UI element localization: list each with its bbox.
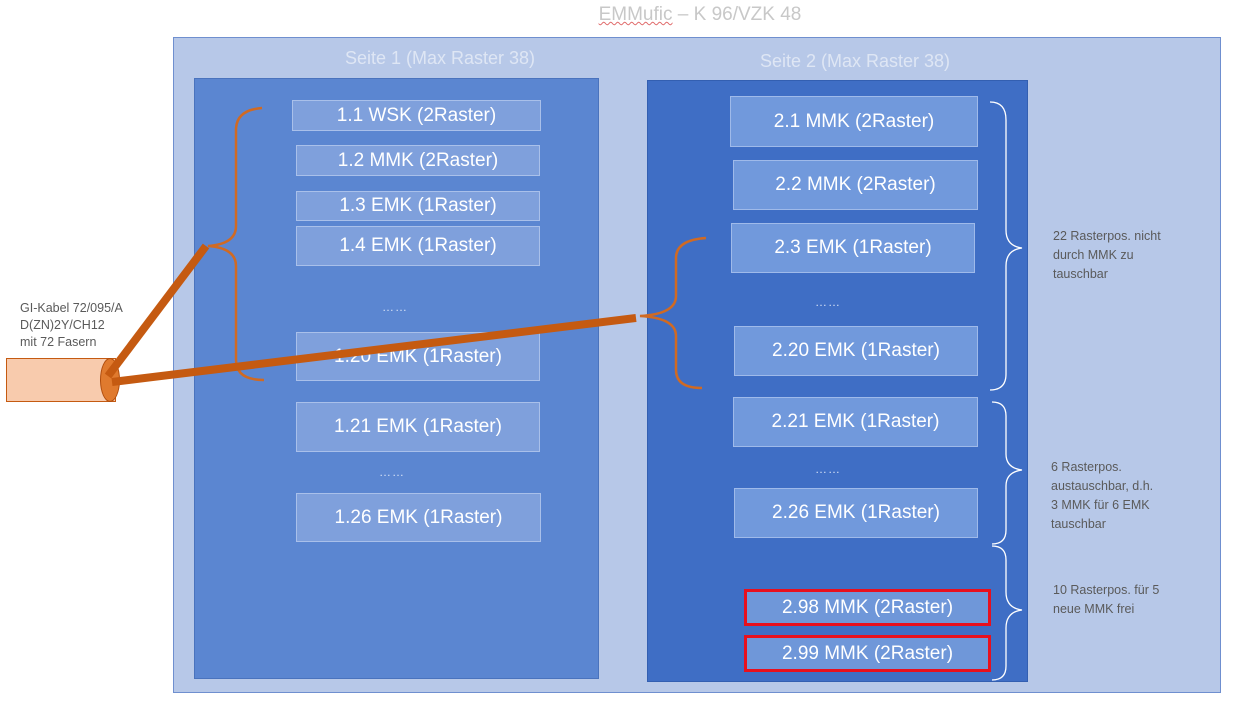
note-line: neue MMK frei [1053,602,1135,616]
note-22-positions: 22 Rasterpos. nicht durch MMK zu tauschb… [1053,227,1161,284]
note-line: tauschbar [1053,267,1108,281]
right-brace-6 [991,401,1023,545]
cable-label-line: D(ZN)2Y/CH12 [20,318,105,332]
fiber-line-page2 [111,314,637,386]
slot-1-4: 1.4 EMK (1Raster) [296,226,540,266]
cable-label: GI-Kabel 72/095/A D(ZN)2Y/CH12 mit 72 Fa… [20,300,123,351]
note-10-positions: 10 Rasterpos. für 5 neue MMK frei [1053,581,1159,619]
slot-1-2: 1.2 MMK (2Raster) [296,145,540,176]
note-line: 6 Rasterpos. [1051,460,1122,474]
title-prefix: EMMufic [598,4,673,25]
right-brace-10 [991,545,1023,681]
slot-2-26: 2.26 EMK (1Raster) [734,488,978,538]
title-suffix: – K 96/VZK 48 [677,4,802,25]
slot-2-21: 2.21 EMK (1Raster) [733,397,978,447]
slot-2-1: 2.1 MMK (2Raster) [730,96,978,147]
note-line: austauschbar, d.h. [1051,479,1154,493]
page2-bracket [639,236,707,390]
note-line: 22 Rasterpos. nicht [1053,229,1161,243]
slot-1-3: 1.3 EMK (1Raster) [296,191,540,221]
fiber-line-page1 [104,243,210,379]
cable-label-line: mit 72 Fasern [20,335,97,349]
page1-bracket [207,106,265,382]
note-line: tauschbar [1051,517,1106,531]
note-line: durch MMK zu [1053,248,1134,262]
page1-ellipsis-1: …… [382,300,408,314]
slot-1-21: 1.21 EMK (1Raster) [296,402,540,452]
page1-header: Seite 1 (Max Raster 38) [344,48,536,68]
cable-body [6,358,116,402]
note-6-positions: 6 Rasterpos. austauschbar, d.h. 3 MMK fü… [1051,458,1153,534]
diagram-title: EMMufic – K 96/VZK 48 [520,4,880,30]
slot-1-1: 1.1 WSK (2Raster) [292,100,541,131]
page2-header: Seite 2 (Max Raster 38) [759,51,951,71]
slot-2-98: 2.98 MMK (2Raster) [744,589,991,626]
page2-ellipsis-2: …… [815,462,841,476]
page1-ellipsis-2: …… [379,465,405,479]
slot-2-99: 2.99 MMK (2Raster) [744,635,991,672]
slot-2-20: 2.20 EMK (1Raster) [734,326,978,376]
cable-label-line: GI-Kabel 72/095/A [20,301,123,315]
slot-2-2: 2.2 MMK (2Raster) [733,160,978,210]
right-brace-22 [989,101,1023,391]
slot-2-3: 2.3 EMK (1Raster) [731,223,975,273]
slot-1-26: 1.26 EMK (1Raster) [296,493,541,542]
page2-ellipsis-1: …… [815,295,841,309]
note-line: 3 MMK für 6 EMK [1051,498,1150,512]
note-line: 10 Rasterpos. für 5 [1053,583,1160,597]
